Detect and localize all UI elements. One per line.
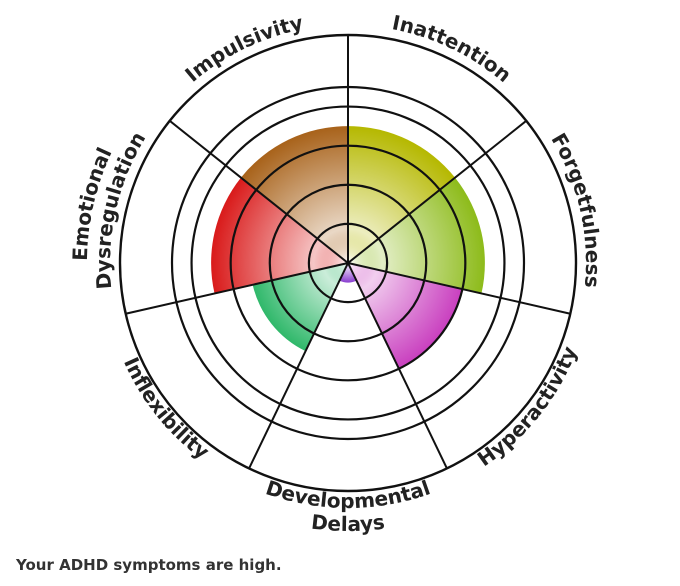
wedge-impulsivity <box>240 126 348 263</box>
adhd-symptom-wheel: InattentionForgetfulnessHyperactivityDev… <box>68 10 605 536</box>
spoke-line <box>248 262 349 469</box>
label-impulsivity-line1: Impulsivity <box>180 10 305 86</box>
wedge-inflexibility <box>252 263 348 352</box>
spoke-line <box>347 262 571 315</box>
spoke-line <box>347 120 527 264</box>
label-hyperactivity-line1: Hyperactivity <box>473 343 582 471</box>
result-message: Your ADHD symptoms are high. <box>16 556 282 574</box>
spoke-line <box>125 262 349 315</box>
label-developmental-delays-line1: Developmental <box>263 475 433 513</box>
wedge-developmental-delays <box>339 263 357 283</box>
label-inflexibility-line1: Inflexibility <box>119 353 214 463</box>
grid-lines <box>118 33 578 493</box>
label-inattention-line1: Inattention <box>390 10 516 87</box>
label-developmental-delays-line2: Delays <box>310 510 386 536</box>
spoke-line <box>347 262 448 469</box>
spoke-line <box>169 120 349 264</box>
wedge-inattention <box>348 126 456 263</box>
